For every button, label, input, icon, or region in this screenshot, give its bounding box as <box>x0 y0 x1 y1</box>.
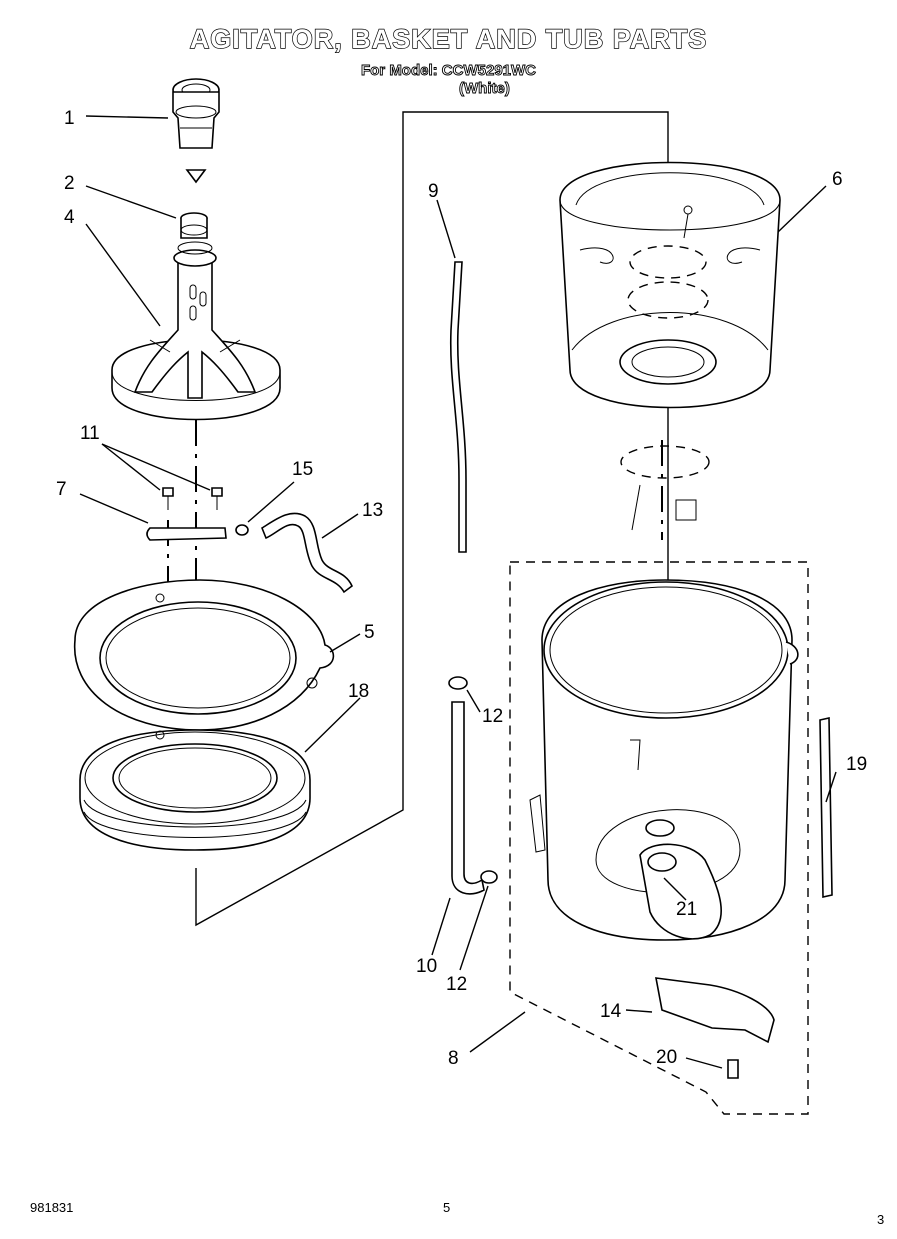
model-line: For Model: CCW5291WC <box>360 62 537 80</box>
clamp-part <box>235 524 249 536</box>
callout-1: 1 <box>64 108 75 129</box>
callout-20: 20 <box>656 1047 677 1068</box>
callout-3: 3 <box>877 1212 884 1227</box>
callout-21: 21 <box>676 899 697 920</box>
callout-numbers: 1 2 4 11 7 15 13 5 18 9 6 12 19 21 10 12… <box>56 108 884 1227</box>
callout-12-top: 12 <box>482 706 503 727</box>
basket-part <box>559 161 781 409</box>
callout-2: 2 <box>64 173 75 194</box>
tub-ring-part <box>73 579 335 731</box>
hub-part <box>620 445 710 479</box>
callout-10: 10 <box>416 956 437 977</box>
inlet-hose-part <box>261 512 353 594</box>
callout-4: 4 <box>64 207 75 228</box>
callout-11: 11 <box>80 423 100 444</box>
callout-13: 13 <box>362 500 383 521</box>
callout-19: 19 <box>846 754 867 775</box>
page-title: AGITATOR, BASKET AND TUB PARTS <box>189 23 708 54</box>
agitator-cap-part <box>172 78 220 149</box>
callout-14: 14 <box>600 1001 622 1022</box>
hose-clamp-top <box>448 676 468 690</box>
callout-8: 8 <box>448 1048 459 1069</box>
callout-18: 18 <box>348 681 369 702</box>
agitator-part <box>111 241 281 421</box>
strip-part <box>819 717 833 898</box>
hose-clamp-bottom <box>480 870 498 884</box>
screw-part-right <box>211 487 223 510</box>
screw-part-left <box>162 487 174 510</box>
callout-9: 9 <box>428 181 439 202</box>
tub-seal-part <box>79 729 311 851</box>
tub-assembly-box <box>509 561 809 1115</box>
callout-5: 5 <box>364 622 375 643</box>
drain-hose-part <box>451 701 485 895</box>
bracket-part <box>146 527 227 541</box>
callout-15: 15 <box>292 459 313 480</box>
color-line: (White) <box>459 80 511 98</box>
callout-6: 6 <box>832 169 843 190</box>
hub-bolt-part <box>631 484 641 531</box>
outer-tub-part <box>529 579 799 941</box>
page-number: 5 <box>443 1200 451 1215</box>
drive-block-part <box>180 212 208 239</box>
leader-lines <box>79 115 837 1069</box>
tube-part <box>449 261 467 553</box>
callout-7: 7 <box>56 479 67 500</box>
shield-screw-part <box>727 1059 739 1079</box>
callout-12-bottom: 12 <box>446 974 467 995</box>
hub-nut-part <box>675 499 697 521</box>
shield-part <box>655 977 775 1044</box>
clip-part <box>185 169 207 184</box>
doc-number: 981831 <box>30 1200 74 1215</box>
